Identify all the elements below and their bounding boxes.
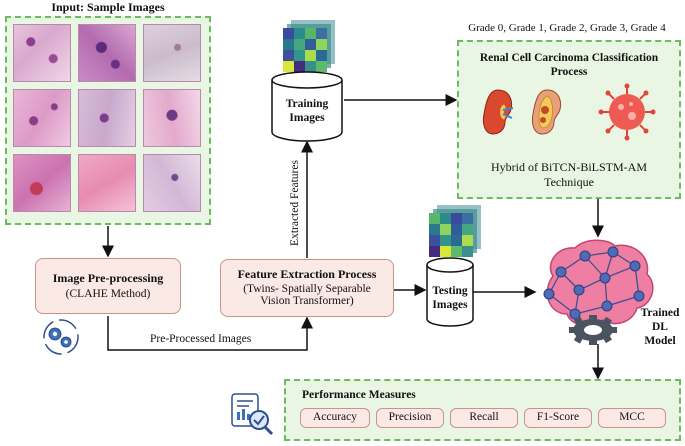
classification-title-line2: Process: [550, 66, 588, 78]
sample-image: [13, 89, 71, 147]
trained-model-line3: Model: [644, 335, 676, 347]
sample-image: [143, 89, 201, 147]
trained-model-line2: DL: [652, 321, 668, 333]
trained-model-label: Trained DL Model: [640, 306, 680, 348]
training-images-db: Training Images: [270, 70, 344, 142]
grades-label: Grade 0, Grade 1, Grade 2, Grade 3, Grad…: [468, 22, 666, 34]
heatmap-icon: [283, 20, 335, 72]
extracted-features-label: Extracted Features: [289, 160, 301, 246]
trained-model-line1: Trained: [640, 307, 680, 319]
report-magnifier-icon: [231, 393, 274, 436]
testing-images-db: Testing Images: [425, 255, 475, 329]
preprocessing-subtitle: (CLAHE Method): [65, 288, 151, 300]
metric-mcc: MCC: [598, 408, 666, 428]
preprocessed-images-label: Pre-Processed Images: [150, 333, 252, 345]
classification-panel: Renal Cell Carcinoma Classification Proc…: [457, 40, 681, 199]
technique-line2: Technique: [544, 175, 594, 189]
gears-icon: [43, 319, 79, 355]
training-images-line2: Images: [289, 112, 325, 124]
metric-recall: Recall: [450, 408, 518, 428]
training-images-line1: Training: [285, 98, 329, 110]
testing-images-line2: Images: [432, 299, 468, 311]
preprocessing-title: Image Pre-processing: [52, 271, 164, 285]
feature-extraction-title: Feature Extraction Process: [237, 267, 377, 281]
training-heatmap-icon: [281, 18, 341, 78]
kidney-icon: [482, 89, 514, 135]
database-icon: [426, 257, 474, 327]
input-panel-title: Input: Sample Images: [51, 0, 165, 14]
testing-images-line1: Testing: [432, 285, 468, 297]
sample-image: [78, 154, 136, 212]
metric-f1-score: F1-Score: [524, 408, 592, 428]
feature-extraction-line3: Vision Transformer): [260, 295, 354, 307]
testing-heatmap-icon: [427, 203, 487, 263]
arrow-preprocess-to-feature: [107, 316, 313, 351]
heatmap-icon: [429, 205, 481, 257]
performance-title: Performance Measures: [302, 389, 416, 401]
technique-line1: Hybrid of BiTCN-BiLSTM-AM: [491, 160, 647, 174]
sample-image: [78, 24, 136, 82]
sample-image: [13, 154, 71, 212]
sample-image: [143, 154, 201, 212]
metric-accuracy: Accuracy: [300, 408, 370, 428]
metric-precision: Precision: [376, 408, 444, 428]
sample-image: [13, 24, 71, 82]
gear-icon: [569, 315, 617, 345]
feature-extraction-line2: (Twins- Spatially Separable: [243, 283, 371, 295]
input-panel: [5, 16, 211, 225]
cancer-cell-icon: [598, 83, 656, 141]
sample-image: [143, 24, 201, 82]
feature-extraction-box: Feature Extraction Process (Twins- Spati…: [220, 259, 394, 317]
preprocessing-box: Image Pre-processing (CLAHE Method): [35, 258, 181, 314]
classification-title-line1: Renal Cell Carcinoma Classification: [479, 52, 659, 64]
tumor-kidney-icon: [531, 89, 562, 135]
database-icon: [271, 71, 343, 142]
sample-image: [78, 89, 136, 147]
brain-network-icon: [543, 239, 654, 327]
